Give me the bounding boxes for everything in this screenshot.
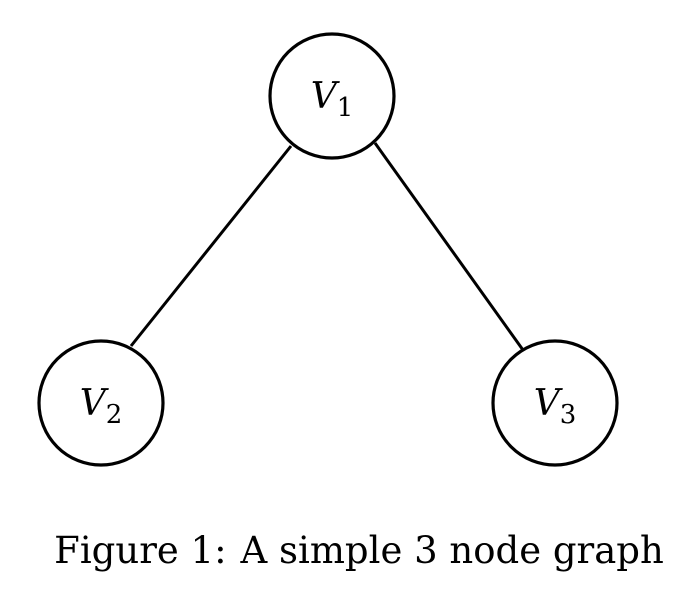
node-v1-circle <box>268 32 396 160</box>
node-v3-label: V3 <box>534 383 577 430</box>
node-v3-circle <box>491 339 619 467</box>
node-v1: V1 <box>268 32 396 160</box>
figure-caption-label: Figure 1: <box>54 529 226 572</box>
figure-caption: Figure 1: A simple 3 node graph <box>54 529 664 572</box>
node-v2-circle <box>37 339 165 467</box>
node-v2: V2 <box>37 339 165 467</box>
figure-caption-text: A simple 3 node graph <box>240 529 664 572</box>
edge-v1-v2 <box>129 145 293 347</box>
node-v2-label: V2 <box>80 383 123 430</box>
edge-v1-v3 <box>373 142 525 351</box>
node-v1-label: V1 <box>311 76 354 123</box>
node-v3: V3 <box>491 339 619 467</box>
